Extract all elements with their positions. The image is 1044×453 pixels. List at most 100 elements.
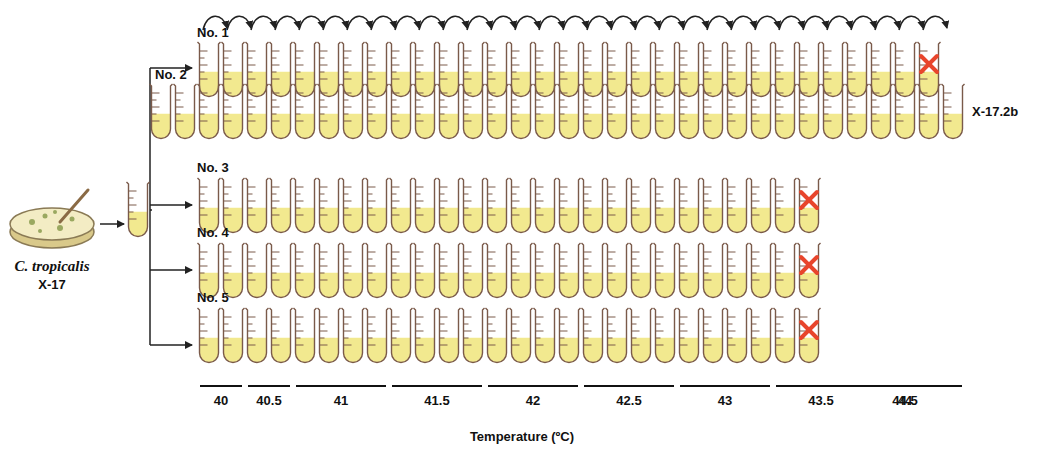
tube-outline bbox=[654, 243, 677, 298]
grade-mark bbox=[248, 273, 253, 274]
transfer-arrow bbox=[251, 16, 275, 30]
grade-mark bbox=[872, 107, 880, 108]
grade-mark bbox=[248, 100, 253, 101]
grade-mark bbox=[704, 79, 712, 80]
transfer-arrow bbox=[731, 16, 755, 30]
grade-mark bbox=[488, 194, 493, 195]
grade-mark bbox=[152, 93, 160, 94]
grade-mark bbox=[656, 280, 664, 281]
grade-mark bbox=[632, 93, 640, 94]
tube-outline bbox=[414, 84, 437, 139]
grade-mark bbox=[368, 107, 376, 108]
tube-outline bbox=[294, 308, 317, 363]
grade-mark bbox=[800, 280, 808, 281]
grade-mark bbox=[536, 121, 544, 122]
grade-mark bbox=[944, 114, 949, 115]
grade-mark bbox=[680, 280, 688, 281]
grade-mark bbox=[728, 79, 736, 80]
grade-mark bbox=[776, 58, 781, 59]
grade-mark bbox=[632, 345, 640, 346]
grade-mark bbox=[368, 266, 376, 267]
test-tube bbox=[414, 178, 437, 233]
grade-mark bbox=[896, 93, 904, 94]
grade-mark bbox=[320, 194, 325, 195]
grade-mark bbox=[320, 100, 325, 101]
grade-mark bbox=[584, 259, 589, 260]
underline bbox=[200, 385, 242, 387]
tube-outline bbox=[702, 243, 725, 298]
grade-mark bbox=[440, 100, 445, 101]
grade-mark bbox=[272, 259, 277, 260]
test-tube bbox=[462, 243, 485, 298]
grade-mark bbox=[848, 58, 853, 59]
test-tube bbox=[630, 42, 653, 97]
petri-dish bbox=[10, 190, 94, 248]
grade-mark bbox=[296, 121, 304, 122]
test-tube bbox=[366, 84, 389, 139]
grade-mark bbox=[224, 273, 229, 274]
test-tube bbox=[486, 308, 509, 363]
transfer-arrow bbox=[779, 16, 803, 30]
test-tube bbox=[462, 178, 485, 233]
grade-mark bbox=[896, 107, 904, 108]
grade-mark bbox=[896, 114, 901, 115]
grade-mark bbox=[824, 114, 829, 115]
grade-mark bbox=[488, 266, 496, 267]
tube-outline bbox=[846, 42, 869, 97]
test-tube bbox=[558, 308, 581, 363]
grade-mark bbox=[248, 187, 256, 188]
tube-outline bbox=[438, 42, 461, 97]
grade-mark bbox=[224, 317, 232, 318]
grade-mark bbox=[632, 79, 640, 80]
grade-mark bbox=[392, 114, 397, 115]
grade-mark bbox=[296, 215, 304, 216]
grade-mark bbox=[656, 58, 661, 59]
transfer-arrow bbox=[803, 16, 827, 30]
grade-mark bbox=[728, 317, 736, 318]
grade-mark bbox=[536, 201, 544, 202]
grade-mark bbox=[824, 107, 832, 108]
grade-mark bbox=[944, 100, 949, 101]
grade-mark bbox=[272, 58, 277, 59]
grade-mark bbox=[248, 317, 256, 318]
test-tube bbox=[798, 84, 821, 139]
test-tube bbox=[390, 243, 413, 298]
grade-mark bbox=[416, 107, 424, 108]
test-tube bbox=[342, 178, 365, 233]
grade-mark bbox=[656, 121, 664, 122]
grade-mark bbox=[248, 259, 253, 260]
tube-outline bbox=[222, 308, 245, 363]
tube-outline bbox=[222, 84, 245, 139]
grade-mark bbox=[272, 215, 280, 216]
tube-outline bbox=[414, 42, 437, 97]
grade-mark bbox=[728, 114, 733, 115]
test-tube bbox=[774, 178, 797, 233]
grade-mark bbox=[560, 100, 565, 101]
grade-mark bbox=[320, 93, 328, 94]
grade-mark bbox=[752, 121, 760, 122]
test-tube bbox=[510, 243, 533, 298]
tube-outline bbox=[678, 42, 701, 97]
tube-outline bbox=[558, 178, 581, 233]
grade-mark bbox=[776, 317, 784, 318]
grade-mark bbox=[728, 194, 733, 195]
grade-mark bbox=[680, 121, 688, 122]
grade-mark bbox=[584, 114, 589, 115]
grade-mark bbox=[728, 345, 736, 346]
underline bbox=[488, 385, 578, 387]
grade-mark bbox=[272, 273, 277, 274]
tube-outline bbox=[774, 243, 797, 298]
grade-mark bbox=[512, 345, 520, 346]
grade-mark bbox=[536, 345, 544, 346]
grade-mark bbox=[584, 93, 592, 94]
grade-mark bbox=[800, 317, 808, 318]
grade-mark bbox=[368, 215, 376, 216]
grade-mark bbox=[272, 114, 277, 115]
death-marks bbox=[801, 56, 937, 338]
grade-mark bbox=[608, 93, 616, 94]
grade-mark bbox=[704, 51, 712, 52]
grade-mark bbox=[608, 317, 616, 318]
grade-mark bbox=[464, 252, 472, 253]
test-tube bbox=[390, 308, 413, 363]
grade-mark bbox=[368, 187, 376, 188]
